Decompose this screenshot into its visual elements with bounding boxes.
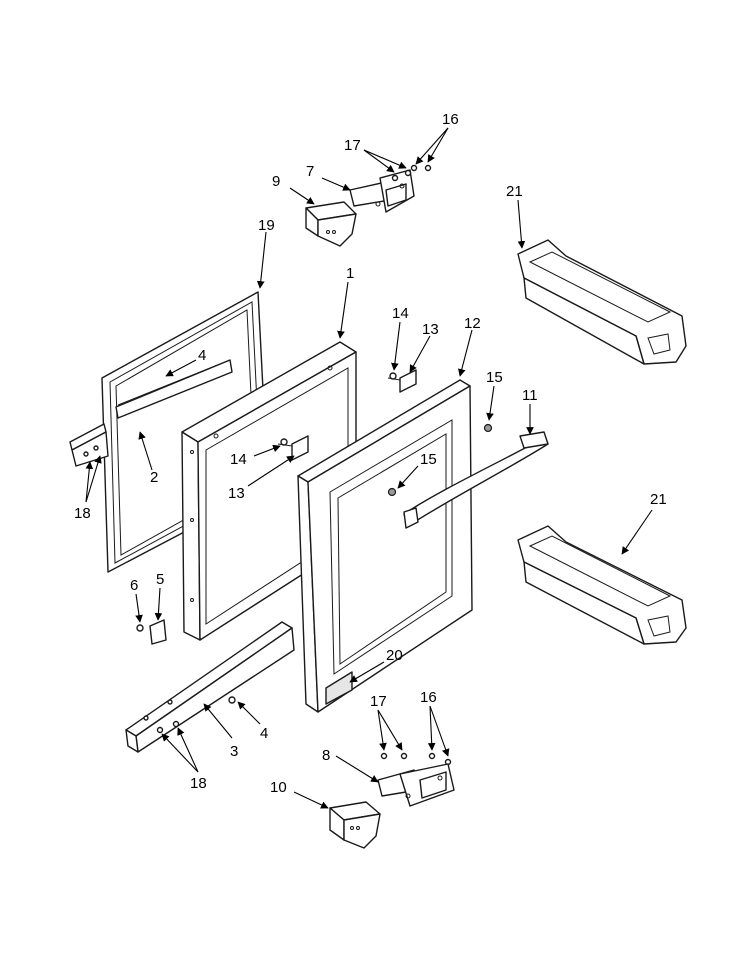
- callout-19: 19: [258, 217, 275, 234]
- callout-6: 6: [130, 577, 138, 594]
- top-hinge: [349, 169, 415, 213]
- callout-15-upper: 15: [486, 369, 503, 386]
- callout-4-lower: 4: [260, 725, 268, 742]
- callout-20: 20: [386, 647, 403, 664]
- callout-15-mid: 15: [420, 451, 437, 468]
- plug-upper: [483, 423, 493, 433]
- callout-5: 5: [156, 571, 164, 588]
- callout-21-lower: 21: [650, 491, 667, 508]
- callout-18-upper: 18: [74, 505, 91, 522]
- callout-7: 7: [306, 163, 314, 180]
- top-hinge-cover: [305, 201, 357, 247]
- door-bin-upper: [517, 239, 687, 365]
- callout-17-top: 17: [344, 137, 361, 154]
- callout-18-lower: 18: [190, 775, 207, 792]
- callout-2: 2: [150, 469, 158, 486]
- screw-and-clip-inner: [277, 435, 309, 461]
- door-handle: [403, 431, 549, 529]
- callout-13-mid: 13: [228, 485, 245, 502]
- bottom-hinge-cover: [329, 801, 381, 849]
- callout-16-lower: 16: [420, 689, 437, 706]
- door-bin-lower: [517, 525, 687, 645]
- callout-1: 1: [346, 265, 354, 282]
- callout-9: 9: [272, 173, 280, 190]
- clip-and-screw: [136, 619, 167, 645]
- callout-3: 3: [230, 743, 238, 760]
- callout-14-top: 14: [392, 305, 409, 322]
- callout-4-top: 4: [198, 347, 206, 364]
- outer-door-panel: [297, 379, 473, 713]
- callout-10: 10: [270, 779, 287, 796]
- top-screws: [391, 164, 432, 182]
- callout-17-lower: 17: [370, 693, 387, 710]
- screw-and-clip-top: [387, 369, 417, 393]
- callout-14-mid: 14: [230, 451, 247, 468]
- bottom-screws: [156, 720, 452, 766]
- left-hinge-bracket: [69, 423, 109, 467]
- plug-lower: [387, 487, 397, 497]
- callout-13-top: 13: [422, 321, 439, 338]
- callout-8: 8: [322, 747, 330, 764]
- callout-16-top: 16: [442, 111, 459, 128]
- callout-11: 11: [522, 387, 538, 404]
- callout-labels: 16 17 7 9 21 19 1 14 13 12 4 15 11 14 15…: [74, 111, 667, 796]
- bottom-hinge: [377, 763, 455, 807]
- leader-lines: [85, 127, 653, 809]
- callout-21-upper: 21: [506, 183, 523, 200]
- inner-door-panel: [181, 341, 357, 641]
- callout-12: 12: [464, 315, 481, 332]
